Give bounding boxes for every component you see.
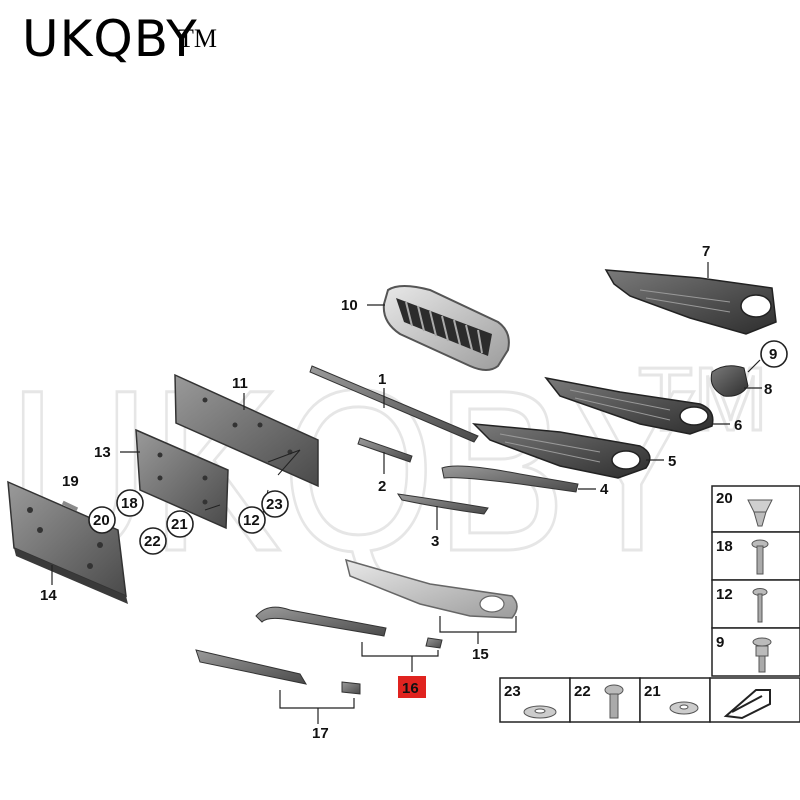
collar-screw-icon (752, 637, 772, 673)
svg-text:9: 9 (769, 346, 777, 363)
svg-text:18: 18 (121, 495, 138, 512)
part-16-clip (425, 637, 443, 649)
fastener-label-18: 18 (716, 538, 733, 555)
label-1: 1 (378, 371, 386, 388)
label-10: 10 (341, 297, 358, 314)
part-7-bumper-grille (604, 269, 777, 335)
circled-label-20: 20 (88, 506, 116, 534)
part-11-plate-bracket (174, 373, 319, 488)
fastener-label-23: 23 (504, 683, 521, 700)
part-13-plate-holder (135, 428, 229, 530)
svg-text:20: 20 (93, 512, 110, 529)
flat-washer-icon (669, 701, 699, 715)
part-3-curved-trim (396, 493, 489, 515)
part-6-air-inlet-grille (544, 376, 714, 435)
circled-label-18: 18 (116, 489, 144, 517)
washer-icon (523, 705, 557, 719)
part-4-trim-bar (441, 465, 579, 493)
part-19-screw (61, 500, 79, 512)
fastener-label-12: 12 (716, 586, 733, 603)
part-17-clip (341, 681, 361, 695)
label-11: 11 (232, 375, 248, 392)
fastener-label-22: 22 (574, 683, 591, 700)
label-3: 3 (431, 533, 439, 550)
label-7: 7 (702, 243, 710, 260)
circled-label-23: 23 (261, 490, 289, 518)
circled-label-22: 22 (139, 527, 167, 555)
fastener-grid-bottom: 23 22 21 (499, 677, 800, 723)
part-10-kidney-grille (382, 285, 510, 371)
svg-text:23: 23 (266, 496, 283, 513)
fastener-grid-right: 20 18 12 9 (711, 485, 800, 677)
part-2-short-strip (357, 437, 413, 463)
circled-label-12: 12 (238, 506, 266, 534)
part-1-trim-strip (309, 365, 479, 443)
svg-text:21: 21 (171, 516, 188, 533)
svg-text:22: 22 (144, 533, 161, 550)
brand-trademark: TM (178, 24, 217, 53)
label-4: 4 (600, 481, 609, 498)
label-6: 6 (734, 417, 742, 434)
fastener-label-21: 21 (644, 683, 661, 700)
part-17-lower-strip (195, 649, 308, 685)
label-2: 2 (378, 478, 386, 495)
part-14-plate-base (7, 480, 128, 604)
label-15: 15 (472, 646, 489, 663)
thin-screw-icon (752, 588, 768, 623)
label-17: 17 (312, 725, 329, 742)
circled-label-21: 21 (166, 510, 194, 538)
part-8-clip (710, 365, 749, 397)
label-14: 14 (40, 587, 57, 604)
arrow-icon (723, 689, 771, 720)
screw-icon (751, 539, 769, 575)
fastener-label-9: 9 (716, 634, 724, 651)
label-13: 13 (94, 444, 111, 461)
svg-text:12: 12 (243, 512, 260, 529)
circled-label-9: 9 (760, 340, 788, 368)
label-5: 5 (668, 453, 676, 470)
label-16: 16 (402, 680, 419, 697)
part-16-bumper-trim (255, 606, 387, 637)
part-15-lower-trim (344, 558, 518, 619)
label-19: 19 (62, 473, 79, 490)
brand-logo-text: UKQBY (22, 10, 198, 68)
expanding-rivet-icon (747, 499, 773, 527)
part-5-fog-light-grille (472, 423, 651, 479)
fastener-label-20: 20 (716, 490, 733, 507)
bolt-icon (604, 684, 624, 719)
label-16-highlight (398, 676, 426, 698)
label-8: 8 (764, 381, 772, 398)
